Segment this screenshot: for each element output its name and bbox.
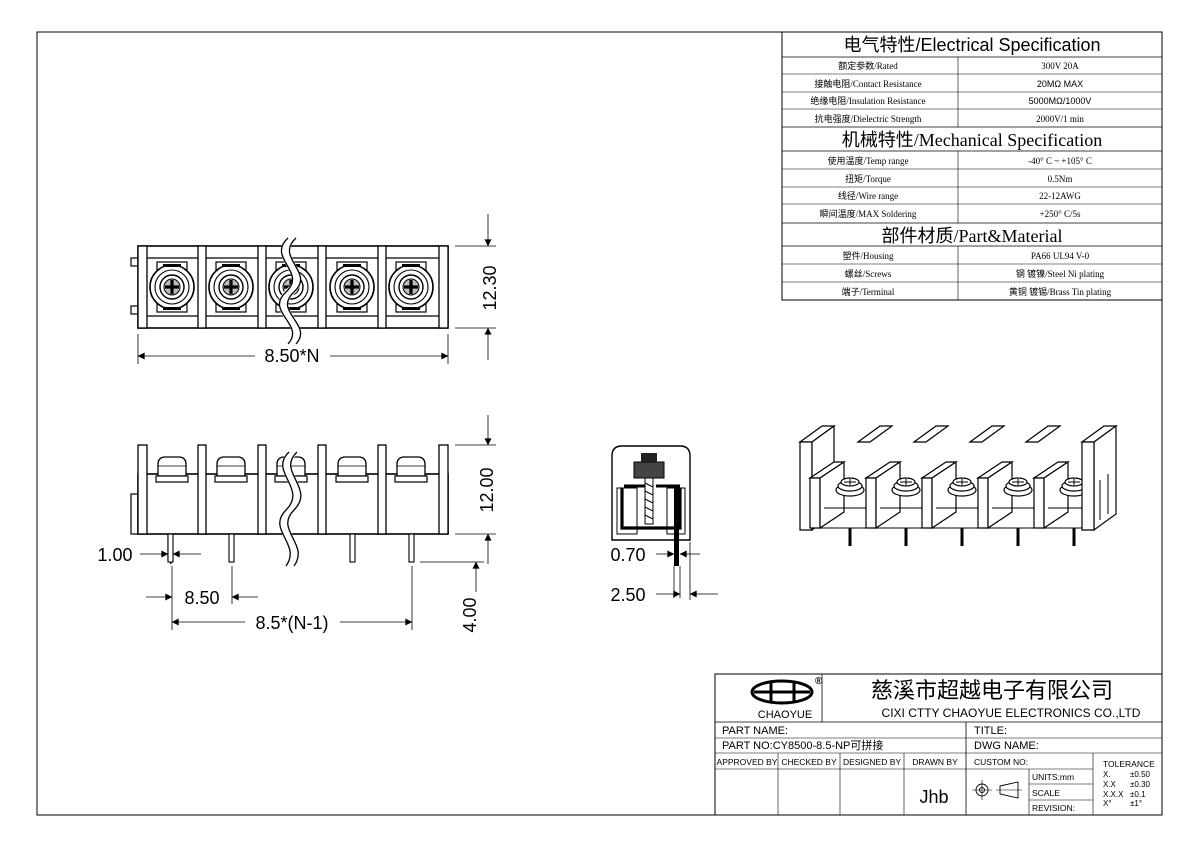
spec-value-wire-range: 22-12AWG	[1039, 191, 1081, 201]
dim-pin-length: 4.00	[460, 597, 480, 632]
spec-label-max-soldering: 瞬间温度/MAX Soldering	[820, 208, 917, 219]
title-label: TITLE:	[974, 725, 1007, 737]
dim-pin-width: 1.00	[97, 545, 132, 565]
dwg-name-label: DWG NAME:	[974, 740, 1039, 752]
spec-value-temp-range: -40° C ~ +105° C	[1028, 156, 1092, 166]
spec-value-terminal: 黄铜 镀锡/Brass Tin plating	[1009, 286, 1112, 297]
scale-label: SCALE	[1032, 788, 1060, 798]
dim-total-pitch: 8.5*(N-1)	[255, 613, 328, 633]
tolerance-key: X.	[1103, 770, 1111, 779]
spec-label-temp-range: 使用温度/Temp range	[827, 155, 908, 166]
top-screw	[329, 261, 375, 313]
dim-pitch: 8.50	[184, 588, 219, 608]
dim-top-width: 8.50*N	[264, 346, 319, 366]
top-screw	[149, 261, 195, 313]
material-spec-title: 部件材质/Part&Material	[882, 226, 1063, 246]
dim-front-height: 12.00	[477, 467, 497, 512]
company-name-cn: 慈溪市超越电子有限公司	[871, 678, 1113, 703]
drawn-by-value: Jhb	[919, 787, 948, 807]
front-screw	[214, 456, 248, 483]
electrical-spec-title: 电气特性/Electrical Specification	[843, 35, 1100, 55]
designed-by-label: DESIGNED BY	[843, 757, 901, 767]
spec-value-contact-resistance: 20MΩ MAX	[1037, 79, 1083, 89]
dim-side-offset: 2.50	[610, 585, 645, 605]
front-view-dimensions: 12.00 4.00 1.00 8.50 8.5*(N-1)	[97, 415, 497, 633]
spec-value-screws: 钢 镀镍/Steel Ni plating	[1016, 268, 1105, 279]
iso-cell	[976, 460, 1042, 548]
part-name-label: PART NAME:	[722, 725, 788, 737]
front-view	[130, 444, 449, 569]
spec-value-rated: 300V 20A	[1041, 61, 1079, 71]
front-screw	[335, 456, 369, 483]
spec-value-insulation-resistance: 5000MΩ/1000V	[1029, 96, 1092, 106]
tolerance-key: X.X.X	[1103, 790, 1124, 799]
tolerance-value: ±0.50	[1130, 770, 1151, 779]
iso-cell	[920, 460, 986, 548]
dim-side-pin: 0.70	[610, 545, 645, 565]
top-screw	[388, 261, 434, 313]
spec-value-max-soldering: +250° C/5s	[1040, 209, 1081, 219]
front-screw	[394, 456, 428, 483]
spec-label-terminal: 端子/Terminal	[842, 286, 895, 297]
spec-label-torque: 扭矩/Torque	[845, 173, 891, 184]
spec-label-wire-range: 线径/Wire range	[838, 190, 898, 201]
units-label: UNITS:mm	[1032, 772, 1074, 782]
mechanical-spec-title: 机械特性/Mechanical Specification	[842, 130, 1102, 150]
side-section-view	[611, 445, 691, 566]
spec-value-housing: PA66 UL94 V-0	[1031, 251, 1090, 261]
title-block: ® CHAOYUE 慈溪市超越电子有限公司 CIXI CTTY CHAOYUE …	[714, 673, 1163, 816]
spec-label-rated: 额定参数/Rated	[838, 60, 898, 71]
sheet-border	[36, 31, 1163, 816]
iso-cell	[864, 460, 930, 548]
iso-cell	[808, 460, 874, 548]
side-view-dimensions: 0.70 2.50	[610, 542, 718, 605]
projection-symbol-icon	[972, 780, 1022, 800]
spec-label-insulation-resistance: 绝缘电阻/Insulation Resistance	[810, 95, 925, 106]
top-view-dimensions: 12.30 8.50*N	[137, 214, 500, 366]
tolerance-title: TOLERANCE	[1103, 759, 1155, 769]
isometric-view	[798, 424, 1118, 548]
tolerance-value: ±0.1	[1130, 790, 1146, 799]
spec-value-dielectric-strength: 2000V/1 min	[1036, 114, 1084, 124]
spec-label-contact-resistance: 接触电阻/Contact Resistance	[814, 78, 921, 89]
checked-by-label: CHECKED BY	[781, 757, 837, 767]
dim-top-height: 12.30	[480, 265, 500, 310]
spec-label-dielectric-strength: 抗电强度/Dielectric Strength	[815, 113, 922, 124]
tolerance-value: ±0.30	[1130, 780, 1151, 789]
tolerance-key: X°	[1103, 799, 1112, 808]
logo-text: CHAOYUE	[758, 709, 812, 721]
tolerance-key: X.X	[1103, 780, 1117, 789]
top-screw	[208, 261, 254, 313]
custom-no-label: CUSTOM NO:	[974, 757, 1028, 767]
revision-label: REVISION:	[1032, 803, 1075, 813]
approved-by-label: APPROVED BY	[717, 757, 778, 767]
top-view	[130, 234, 449, 348]
spec-label-screws: 螺丝/Screws	[845, 268, 892, 279]
tolerance-value: ±1°	[1130, 799, 1142, 808]
part-number: PART NO:CY8500-8.5-NP可拼接	[722, 738, 883, 752]
front-screw	[155, 456, 189, 483]
company-logo: ® CHAOYUE	[750, 676, 823, 721]
logo-registered-mark: ®	[815, 676, 823, 687]
drawn-by-label: DRAWN BY	[912, 757, 958, 767]
company-name-en: CIXI CTTY CHAOYUE ELECTRONICS CO.,LTD	[882, 706, 1141, 720]
specification-table: 电气特性/Electrical Specification 额定参数/Rated…	[781, 31, 1163, 301]
spec-value-torque: 0.5Nm	[1048, 174, 1073, 184]
spec-label-housing: 塑件/Housing	[842, 250, 894, 261]
